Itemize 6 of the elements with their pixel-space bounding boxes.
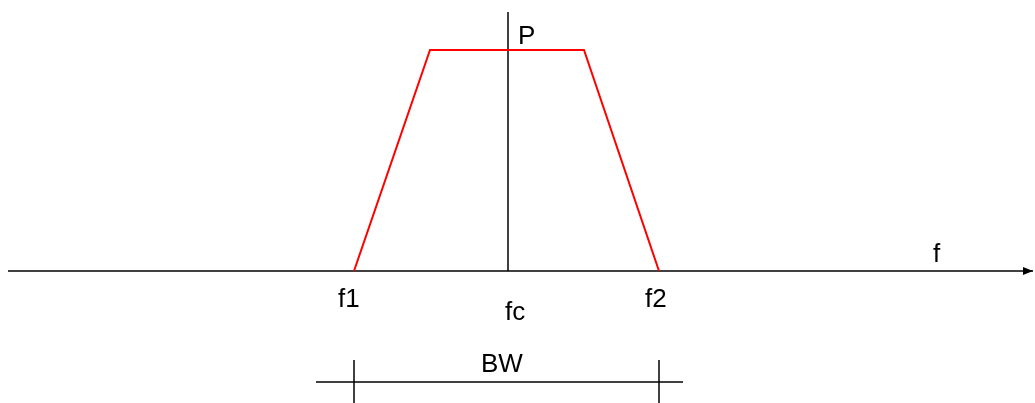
- tick-label: fc: [505, 298, 526, 324]
- tick-label: f2: [645, 285, 667, 311]
- dimension-label: BW: [481, 350, 523, 376]
- tick-label: f1: [338, 285, 360, 311]
- axis-label: f: [933, 240, 941, 266]
- axis-label: P: [518, 22, 536, 48]
